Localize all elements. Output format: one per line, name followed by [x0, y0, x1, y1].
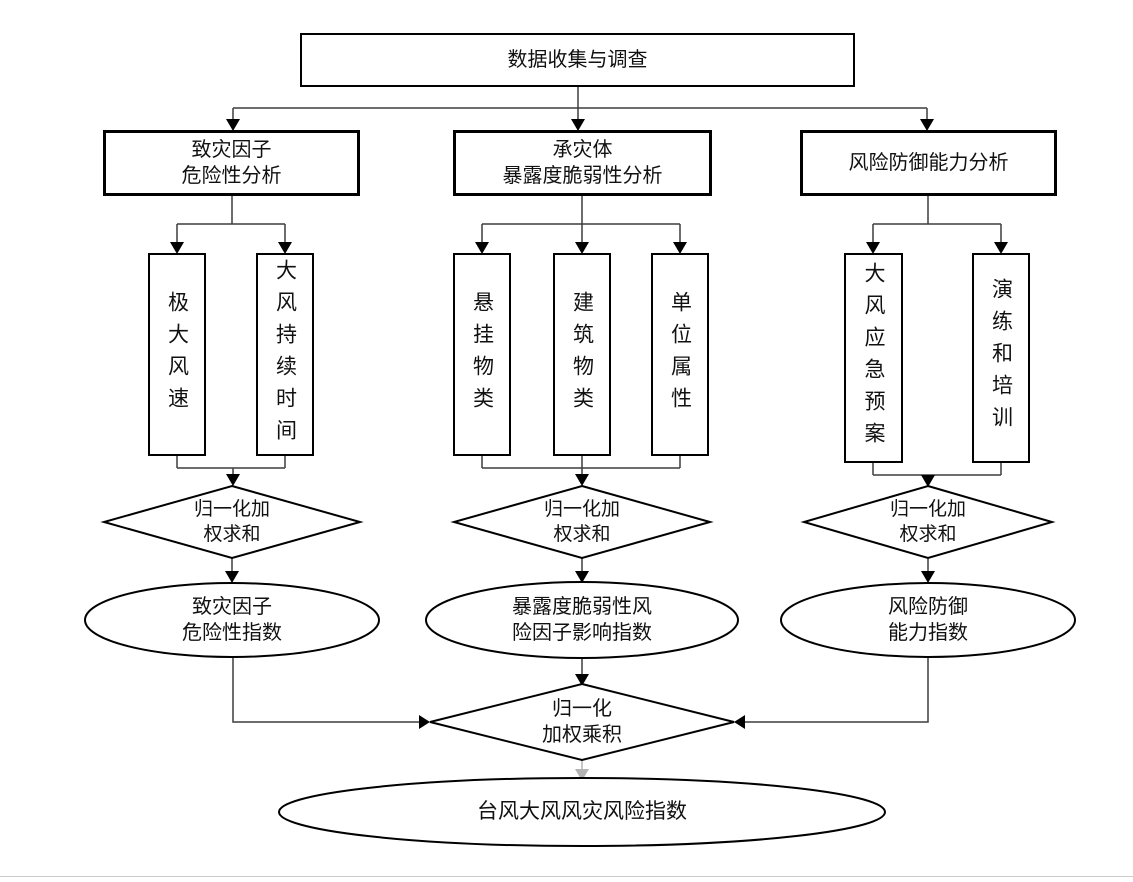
aggregator-defense-label: 归一化加 权求和 [889, 498, 966, 545]
factor-wind-duration: 大风持续时间 [256, 253, 314, 456]
aggregator-diamonds [100, 484, 1056, 762]
node-hazard-analysis: 致灾因子 危险性分析 [103, 130, 360, 196]
aggregator-diamond-exposure [450, 484, 714, 560]
index-ellipses [84, 581, 1076, 847]
light-arrowhead [575, 769, 589, 781]
index-hazard-label-box: 致灾因子 危险性指数 [85, 585, 379, 655]
aggregator-diamond-hazard [100, 484, 364, 560]
factor-unit-attributes-label: 单位属性 [668, 290, 692, 419]
aggregator-exposure-label-box: 归一化加 权求和 [482, 490, 682, 554]
factor-max-wind-speed-label: 极大风速 [165, 290, 189, 419]
node-defense-analysis: 风险防御能力分析 [800, 130, 1057, 196]
arrowheads [170, 119, 1008, 729]
factor-buildings-label: 建筑物类 [570, 290, 594, 419]
node-hazard-analysis-label: 致灾因子 危险性分析 [181, 138, 282, 187]
combiner-diamond [429, 682, 735, 762]
index-ellipse-hazard [84, 582, 380, 658]
factor-drills-training: 演练和培训 [972, 253, 1030, 463]
node-exposure-analysis: 承灾体 暴露度脆弱性分析 [453, 130, 712, 196]
factor-wind-duration-label: 大风持续时间 [273, 258, 297, 451]
index-hazard-label: 致灾因子 危险性指数 [182, 595, 282, 644]
final-index-label-box: 台风大风风灾风险指数 [279, 779, 885, 845]
page-bottom-divider [0, 876, 1133, 877]
aggregator-defense-label-box: 归一化加 权求和 [828, 490, 1028, 554]
index-defense-label-box: 风险防御 能力指数 [781, 585, 1075, 655]
factor-buildings: 建筑物类 [553, 253, 611, 456]
final-index-label: 台风大风风灾风险指数 [477, 800, 687, 824]
node-defense-analysis-label: 风险防御能力分析 [848, 151, 1009, 174]
factor-emergency-plan: 大风应急预案 [844, 253, 903, 463]
factor-emergency-plan-label: 大风应急预案 [862, 262, 885, 454]
aggregator-exposure-label: 归一化加 权求和 [543, 498, 620, 545]
factor-hanging-objects-label: 悬挂物类 [470, 290, 494, 419]
connector-lines [176, 87, 1002, 723]
aggregator-hazard-label-box: 归一化加 权求和 [132, 490, 332, 554]
node-exposure-analysis-label: 承灾体 暴露度脆弱性分析 [502, 138, 663, 187]
final-index-ellipse [278, 777, 886, 847]
aggregator-hazard-label: 归一化加 权求和 [193, 498, 270, 545]
combiner-label-box: 归一化 加权乘积 [482, 690, 682, 754]
factor-max-wind-speed: 极大风速 [148, 253, 206, 456]
index-ellipse-defense [780, 582, 1076, 658]
factor-drills-training-label: 演练和培训 [989, 278, 1013, 438]
node-data-collection: 数据收集与调查 [300, 33, 855, 87]
aggregator-diamond-defense [800, 484, 1056, 560]
node-data-collection-label: 数据收集与调查 [507, 48, 648, 71]
index-exposure-label: 暴露度脆弱性风 险因子影响指数 [512, 595, 652, 644]
index-ellipse-exposure [425, 581, 739, 659]
index-defense-label: 风险防御 能力指数 [888, 595, 968, 644]
combiner-label: 归一化 加权乘积 [542, 697, 622, 746]
factor-hanging-objects: 悬挂物类 [453, 253, 511, 456]
factor-unit-attributes: 单位属性 [651, 253, 709, 456]
index-exposure-label-box: 暴露度脆弱性风 险因子影响指数 [426, 584, 738, 656]
